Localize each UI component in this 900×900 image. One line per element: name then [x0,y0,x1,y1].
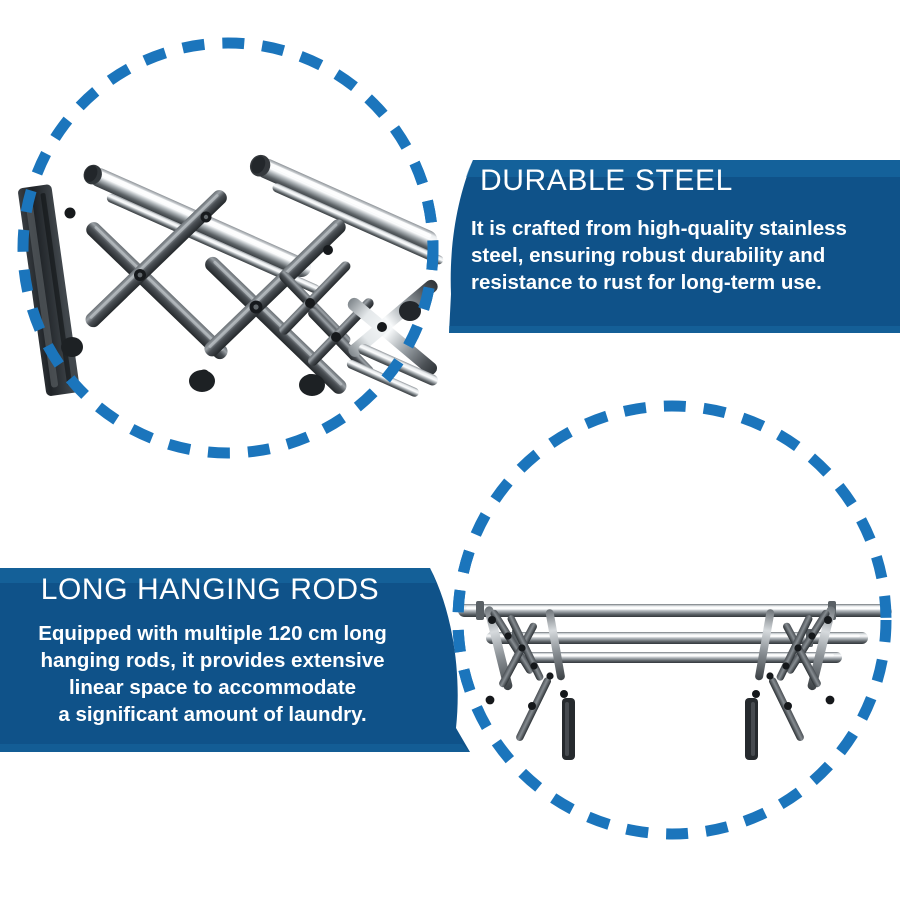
product-photo-hanging-rods [450,580,900,800]
folding-rack-illustration [18,154,444,397]
feature-body-line: It is crafted from high-quality stainles… [471,217,847,240]
feature-body-line: linear space to accommodate [68,676,357,700]
feature-body-line: steel, ensuring robust durability and [471,244,826,268]
feature-body-line: resistance to rust for long-term use. [471,271,822,295]
banner-shape-1 [449,160,900,333]
feature-body-durable-steel: It is crafted from high-quality stainles… [471,215,896,296]
banner-shape-2 [0,568,470,752]
feature-banner-durable-steel: DURABLE STEEL It is crafted from high-qu… [437,160,900,333]
feature-body-line: a significant amount of laundry. [58,703,367,727]
feature-body-line: hanging rods, it provides extensive [40,649,385,673]
feature-title-long-hanging-rods: LONG HANGING RODS [40,573,380,606]
hanging-rods-illustration [458,601,892,760]
feature-body-long-hanging-rods: Equipped with multiple 120 cm long hangi… [0,620,425,728]
feature-banner-long-hanging-rods: LONG HANGING RODS Equipped with multiple… [0,568,472,752]
feature-body-line: Equipped with multiple 120 cm long [38,622,387,645]
product-photo-folding-rack [10,75,450,405]
feature-title-durable-steel: DURABLE STEEL [480,164,733,197]
